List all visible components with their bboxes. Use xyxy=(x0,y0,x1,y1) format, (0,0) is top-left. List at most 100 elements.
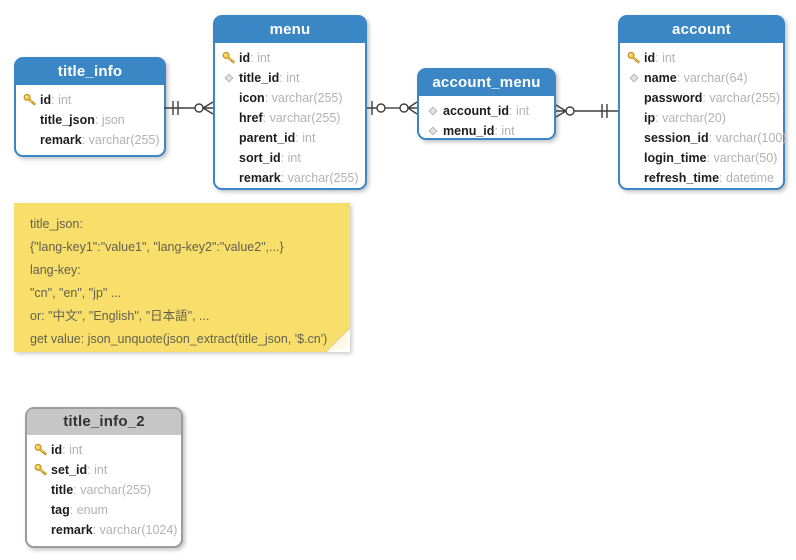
field-row[interactable]: icon varchar(255) xyxy=(219,88,359,108)
field-type: int xyxy=(509,104,529,118)
table-account-body: id int name varchar(64) password varchar… xyxy=(620,43,786,192)
field-row[interactable]: tag enum xyxy=(31,500,175,520)
table-account_menu-body: account_id int menu_id int xyxy=(419,96,554,145)
field-name: ip xyxy=(644,111,656,125)
table-account_menu[interactable]: account_menu account_id int menu_id int xyxy=(417,68,556,140)
field-row[interactable]: session_id varchar(100) xyxy=(624,128,786,148)
field-row[interactable]: href varchar(255) xyxy=(219,108,359,128)
field-row[interactable]: name varchar(64) xyxy=(624,68,777,88)
field-row[interactable]: title_json json xyxy=(20,110,158,130)
relationship-title_info-menu[interactable] xyxy=(164,97,213,119)
key-icon xyxy=(20,93,40,107)
field-row[interactable]: parent_id int xyxy=(219,128,359,148)
table-title_info[interactable]: title_info id int title_json json remark… xyxy=(14,57,166,157)
key-icon xyxy=(219,51,239,65)
key-icon xyxy=(31,463,51,477)
relationship-menu-account_menu[interactable] xyxy=(367,97,417,119)
field-row[interactable]: remark varchar(255) xyxy=(219,168,359,188)
field-type: varchar(50) xyxy=(707,151,777,165)
table-menu-body: id int title_id int icon varchar(255) hr… xyxy=(215,43,365,192)
key-icon xyxy=(31,443,51,457)
field-row[interactable]: ip varchar(20) xyxy=(624,108,777,128)
table-menu[interactable]: menu id int title_id int icon varchar(25… xyxy=(213,15,367,190)
field-row[interactable]: menu_id int xyxy=(423,121,548,141)
field-row[interactable]: login_time varchar(50) xyxy=(624,148,777,168)
note-line: "cn", "en", "jp" ... xyxy=(30,286,122,300)
note-line: lang-key: xyxy=(30,263,81,277)
field-name: title xyxy=(51,483,74,497)
field-type: int xyxy=(87,463,107,477)
field-row[interactable]: id int xyxy=(624,48,777,68)
field-name: set_id xyxy=(51,463,88,477)
field-row[interactable]: title_id int xyxy=(219,68,359,88)
note-line: get value: json_unquote(json_extract(tit… xyxy=(30,332,328,346)
field-name: login_time xyxy=(644,151,707,165)
field-name: parent_id xyxy=(239,131,296,145)
field-type: int xyxy=(250,51,270,65)
sticky-note[interactable]: title_json: {"lang-key1":"value1", "lang… xyxy=(14,203,350,352)
field-type: int xyxy=(494,124,514,138)
field-type: json xyxy=(95,113,125,127)
note-line: title_json: xyxy=(30,217,83,231)
table-name: account xyxy=(672,21,731,38)
field-row[interactable]: account_id int xyxy=(423,101,548,121)
field-name: href xyxy=(239,111,263,125)
field-type: varchar(255) xyxy=(82,133,160,147)
field-row[interactable]: id int xyxy=(31,440,175,460)
field-name: account_id xyxy=(443,104,509,118)
note-line: {"lang-key1":"value1", "lang-key2":"valu… xyxy=(30,240,284,254)
table-menu-header[interactable]: menu xyxy=(215,17,365,43)
field-name: id xyxy=(40,93,52,107)
diamond-icon xyxy=(423,126,443,136)
field-type: int xyxy=(62,443,82,457)
table-title_info_2-body: id int set_id int title varchar(255) tag… xyxy=(27,435,181,544)
diamond-icon xyxy=(219,73,239,83)
table-name: account_menu xyxy=(432,74,541,91)
note-fold-corner xyxy=(326,328,350,352)
note-line: or: "中文", "English", "日本語", ... xyxy=(30,309,210,323)
table-title_info_2-header[interactable]: title_info_2 xyxy=(27,409,181,435)
field-name: remark xyxy=(239,171,281,185)
field-name: menu_id xyxy=(443,124,495,138)
field-row[interactable]: id int xyxy=(219,48,359,68)
table-title_info-body: id int title_json json remark varchar(25… xyxy=(16,85,164,154)
field-name: title_id xyxy=(239,71,280,85)
field-row[interactable]: refresh_time datetime xyxy=(624,168,777,188)
diamond-icon xyxy=(423,106,443,116)
field-type: int xyxy=(295,131,315,145)
field-row[interactable]: set_id int xyxy=(31,460,175,480)
field-name: password xyxy=(644,91,703,105)
field-name: id xyxy=(239,51,251,65)
table-name: title_info xyxy=(57,63,123,80)
field-type: enum xyxy=(70,503,108,517)
field-type: varchar(255) xyxy=(281,171,359,185)
field-row[interactable]: remark varchar(1024) xyxy=(31,520,178,540)
field-type: varchar(20) xyxy=(655,111,726,125)
field-row[interactable]: remark varchar(255) xyxy=(20,130,160,150)
key-icon xyxy=(624,51,644,65)
field-type: int xyxy=(655,51,675,65)
field-row[interactable]: title varchar(255) xyxy=(31,480,175,500)
field-type: int xyxy=(51,93,71,107)
field-row[interactable]: sort_id int xyxy=(219,148,359,168)
field-name: name xyxy=(644,71,677,85)
field-row[interactable]: id int xyxy=(20,90,158,110)
field-name: id xyxy=(644,51,656,65)
field-type: int xyxy=(279,71,299,85)
table-account[interactable]: account id int name varchar(64) password… xyxy=(618,15,786,192)
field-name: sort_id xyxy=(239,151,281,165)
table-account_menu-header[interactable]: account_menu xyxy=(419,70,554,96)
table-title_info-header[interactable]: title_info xyxy=(16,59,164,85)
field-name: tag xyxy=(51,503,70,517)
relationship-account_menu-account[interactable] xyxy=(556,100,618,122)
table-name: title_info_2 xyxy=(63,413,145,430)
field-name: session_id xyxy=(644,131,709,145)
field-name: refresh_time xyxy=(644,171,720,185)
field-type: varchar(255) xyxy=(73,483,151,497)
field-type: varchar(1024) xyxy=(93,523,178,537)
field-type: varchar(255) xyxy=(263,111,341,125)
table-account-header[interactable]: account xyxy=(620,17,783,43)
table-title_info_2[interactable]: title_info_2 id int set_id int title var… xyxy=(25,407,183,548)
field-row[interactable]: password varchar(255) xyxy=(624,88,780,108)
diamond-icon xyxy=(624,73,644,83)
